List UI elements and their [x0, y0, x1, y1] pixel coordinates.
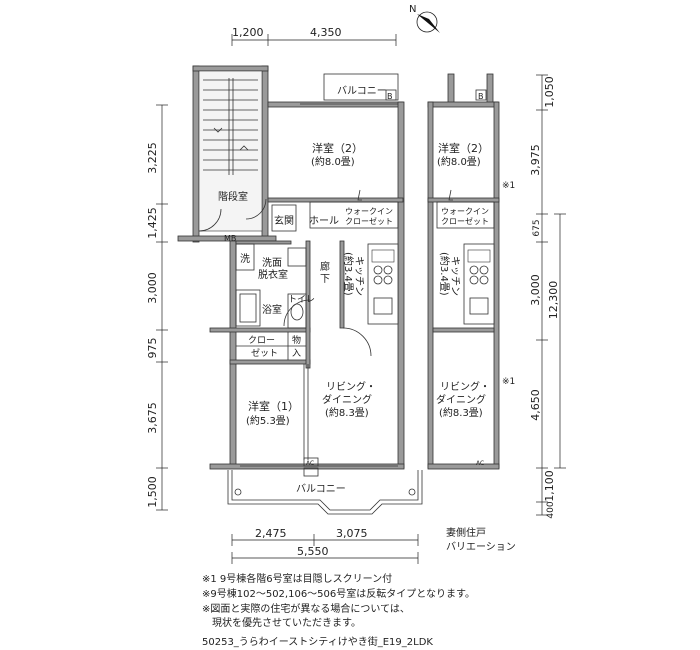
label-note-mark-1: ※1	[502, 181, 515, 191]
label-var-kitchen-size: (約3.4畳)	[438, 252, 451, 296]
dim-left-4: 975	[146, 338, 159, 359]
label-mb: MB	[224, 234, 236, 243]
dimension-bottom: 2,475 3,075 5,550	[231, 527, 419, 564]
label-western1: 洋室（1）	[248, 399, 299, 413]
label-storage-2: 入	[292, 348, 301, 359]
label-wash-room-1: 洗面	[262, 257, 282, 269]
label-corridor-1: 廊	[320, 260, 330, 273]
label-note-mark-2: ※1	[502, 377, 515, 387]
label-var-walkin-1: ウォークイン	[441, 207, 489, 216]
dim-left-6: 1,500	[146, 476, 159, 508]
label-var-ac: AC	[476, 460, 484, 467]
label-stair: 階段室	[218, 190, 248, 203]
dimension-top: 1,200 4,350	[231, 26, 397, 46]
note-2: ※9号棟102～502,106～506号室は反転タイプとなります。	[202, 589, 475, 600]
note-1: ※1 9号棟各階6号室は目隠しスクリーン付	[202, 574, 393, 585]
dimension-right: 1,050 3,975 675 3,000 12,300 4,650 1,100…	[529, 74, 566, 519]
dim-left-5: 3,675	[146, 402, 159, 434]
label-var-western2: 洋室（2）	[438, 141, 489, 155]
label-walkin-2: クローゼット	[345, 216, 393, 226]
svg-text:N: N	[409, 4, 416, 15]
label-corridor-2: 下	[320, 274, 330, 285]
top-balcony	[323, 73, 399, 101]
dim-right-4: 3,000	[529, 274, 542, 306]
label-kitchen: キッチン	[353, 256, 365, 296]
dim-right-6: 4,650	[529, 389, 542, 421]
note-4: 現状を優先させていただきます。	[202, 618, 361, 629]
dim-left-3: 3,000	[146, 272, 159, 304]
label-var-living-2: ダイニング	[436, 393, 486, 406]
dimension-left: 3,225 1,425 3,000 975 3,675 1,500	[146, 104, 168, 511]
dim-top-1: 1,200	[232, 26, 264, 39]
label-western2: 洋室（2）	[312, 141, 363, 155]
dim-right-5: 12,300	[547, 281, 560, 320]
dim-right-3: 675	[532, 219, 542, 236]
variation-unit-walls	[427, 73, 500, 470]
dim-left-1: 3,225	[146, 142, 159, 174]
main-unit-walls	[177, 65, 405, 470]
label-b-mark-variation: B	[478, 92, 484, 101]
variation-title: 妻側住戸	[446, 526, 486, 539]
label-western2-size: (約8.0畳)	[311, 155, 355, 168]
label-var-kitchen: キッチン	[449, 256, 461, 296]
label-balcony-bottom: バルコニー	[296, 483, 346, 495]
dim-bottom-total: 5,550	[297, 545, 329, 558]
label-living-2: ダイニング	[322, 393, 372, 406]
label-var-living-1: リビング・	[440, 380, 490, 393]
label-hall: ホール	[309, 215, 339, 227]
label-ac-main: AC	[306, 460, 314, 467]
dim-right-8: 400	[546, 501, 556, 518]
label-b-mark-main: B	[387, 92, 393, 101]
label-var-living-size: (約8.3畳)	[439, 406, 483, 419]
footer-code: 50253_うらわイーストシティけやき街_E19_2LDK	[202, 637, 433, 648]
label-living-1: リビング・	[326, 380, 376, 393]
label-living-size: (約8.3畳)	[325, 406, 369, 419]
dim-right-2: 3,975	[529, 144, 542, 176]
label-balcony-top: バルコニー	[337, 85, 387, 97]
label-bath: 浴室	[262, 303, 282, 316]
label-var-western2-size: (約8.0畳)	[437, 155, 481, 168]
label-var-walkin-2: クローゼット	[441, 216, 489, 226]
dim-left-2: 1,425	[146, 207, 159, 239]
note-3: ※図面と実際の住宅が異なる場合については、	[202, 604, 410, 615]
dim-top-2: 4,350	[310, 26, 342, 39]
label-storage-1: 物	[292, 334, 301, 346]
bottom-balcony	[227, 457, 423, 515]
label-entrance: 玄関	[274, 214, 294, 227]
north-arrow-icon: N	[409, 4, 440, 33]
label-wash-room-2: 脱衣室	[258, 268, 288, 281]
label-toilet: トイレ	[288, 295, 315, 305]
stair-treads	[203, 78, 258, 175]
label-closet-2: ゼット	[251, 347, 278, 359]
label-walkin-1: ウォークイン	[345, 207, 393, 216]
dim-right-1: 1,050	[543, 76, 556, 108]
label-wash: 洗	[240, 253, 250, 265]
label-kitchen-size: (約3.4畳)	[342, 252, 355, 296]
label-western1-size: (約5.3畳)	[246, 414, 290, 427]
label-closet-1: クロー	[248, 335, 275, 346]
dim-bottom-1: 2,475	[255, 527, 287, 540]
dim-right-7: 1,100	[543, 470, 556, 502]
variation-subtitle: バリエーション	[446, 541, 516, 553]
dim-bottom-2: 3,075	[336, 527, 368, 540]
